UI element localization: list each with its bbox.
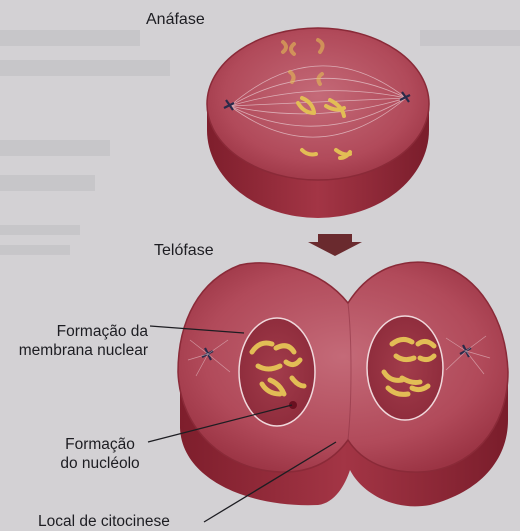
label-nucleolus: Formação do nucléolo <box>50 435 150 473</box>
telophase-cell-face <box>178 262 508 472</box>
label-nuclear-membrane: Formação da membrana nuclear <box>19 322 148 360</box>
label-cytokinesis: Local de citocinese <box>38 512 170 531</box>
anaphase-title: Anáfase <box>146 10 205 29</box>
arrow-down-icon <box>308 234 362 256</box>
label-nucleolus-line2: do nucléolo <box>50 454 150 473</box>
anaphase-cell <box>207 28 429 218</box>
label-nucleolus-line1: Formação <box>50 435 150 454</box>
label-nuclear-membrane-line2: membrana nuclear <box>19 341 148 360</box>
telophase-cell <box>178 262 508 506</box>
label-nuclear-membrane-line1: Formação da <box>19 322 148 341</box>
nucleus-right <box>367 316 443 420</box>
nucleus-left <box>239 318 315 426</box>
telophase-title: Telófase <box>154 241 214 260</box>
